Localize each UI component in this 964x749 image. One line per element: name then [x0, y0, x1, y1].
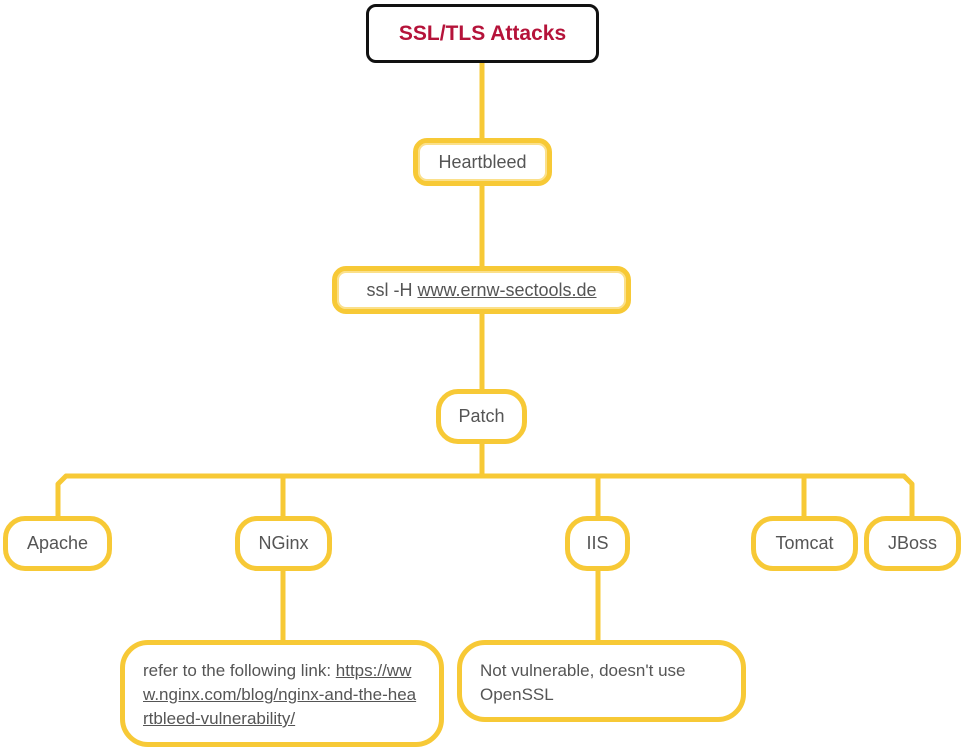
apache-label: Apache	[26, 533, 89, 553]
connector-bus-jboss	[801, 473, 915, 519]
ssl-command-prefix: ssl -H	[366, 279, 418, 300]
node-heartbleed[interactable]: Heartbleed	[413, 138, 552, 186]
root-label: SSL/TLS Attacks	[398, 21, 567, 45]
node-apache[interactable]: Apache	[3, 516, 112, 571]
node-ssl-command[interactable]: ssl -H www.ernw-sectools.de	[332, 266, 631, 314]
connector-bus-iis	[479, 473, 601, 519]
iis-label: IIS	[586, 533, 609, 553]
node-nginx-note[interactable]: refer to the following link: https://www…	[120, 640, 444, 747]
jboss-label: JBoss	[887, 533, 938, 553]
connector-bus-apache	[55, 473, 485, 519]
node-patch[interactable]: Patch	[436, 389, 527, 444]
nginx-note-link[interactable]: https://www.nginx.com/blog/nginx-and-the…	[143, 661, 417, 728]
tomcat-label: Tomcat	[775, 533, 834, 553]
ssl-command-link[interactable]: www.ernw-sectools.de	[417, 279, 597, 300]
nginx-note-prefix: refer to the following link:	[143, 661, 336, 680]
root-node-ssl-tls-attacks[interactable]: SSL/TLS Attacks	[366, 4, 599, 63]
node-iis[interactable]: IIS	[565, 516, 630, 571]
node-iis-note[interactable]: Not vulnerable, doesn't use OpenSSL	[457, 640, 746, 722]
iis-note-text: Not vulnerable, doesn't use OpenSSL	[480, 661, 686, 704]
heartbleed-label: Heartbleed	[438, 151, 527, 172]
node-jboss[interactable]: JBoss	[864, 516, 961, 571]
nginx-note-text: refer to the following link: https://www…	[143, 659, 421, 731]
connector-bus-tomcat	[595, 473, 807, 519]
patch-label: Patch	[458, 406, 505, 426]
node-nginx[interactable]: NGinx	[235, 516, 332, 571]
node-tomcat[interactable]: Tomcat	[751, 516, 858, 571]
nginx-label: NGinx	[258, 533, 309, 553]
